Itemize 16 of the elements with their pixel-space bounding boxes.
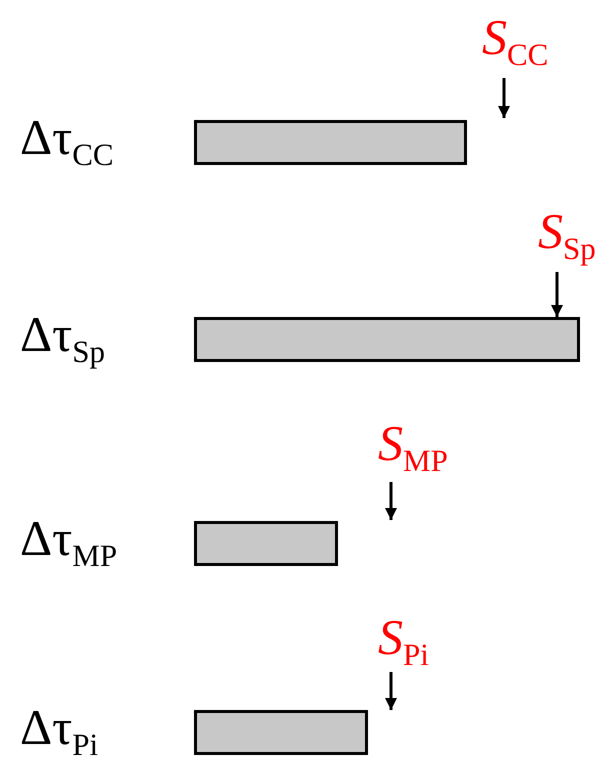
symbol-label: S$_{Sp}$ bbox=[538, 206, 596, 264]
symbol-label: S$_{MP}$ bbox=[378, 418, 448, 476]
bar bbox=[194, 120, 467, 165]
symbol-label: S$_{Pi}$ bbox=[378, 612, 429, 670]
bar-label: Δτ$_{CC}$ bbox=[20, 112, 114, 170]
bar-label: Δτ$_{MP}$ bbox=[20, 513, 118, 571]
bar bbox=[194, 521, 338, 566]
arrow bbox=[385, 672, 397, 710]
arrow bbox=[551, 272, 563, 317]
bar bbox=[194, 710, 368, 755]
bar bbox=[194, 317, 580, 362]
arrow bbox=[498, 78, 510, 118]
bar-label: Δτ$_{Sp}$ bbox=[20, 309, 105, 367]
bar-label: Δτ$_{Pi}$ bbox=[20, 702, 98, 760]
symbol-label: S$_{CC}$ bbox=[482, 12, 548, 70]
arrow bbox=[385, 482, 397, 520]
